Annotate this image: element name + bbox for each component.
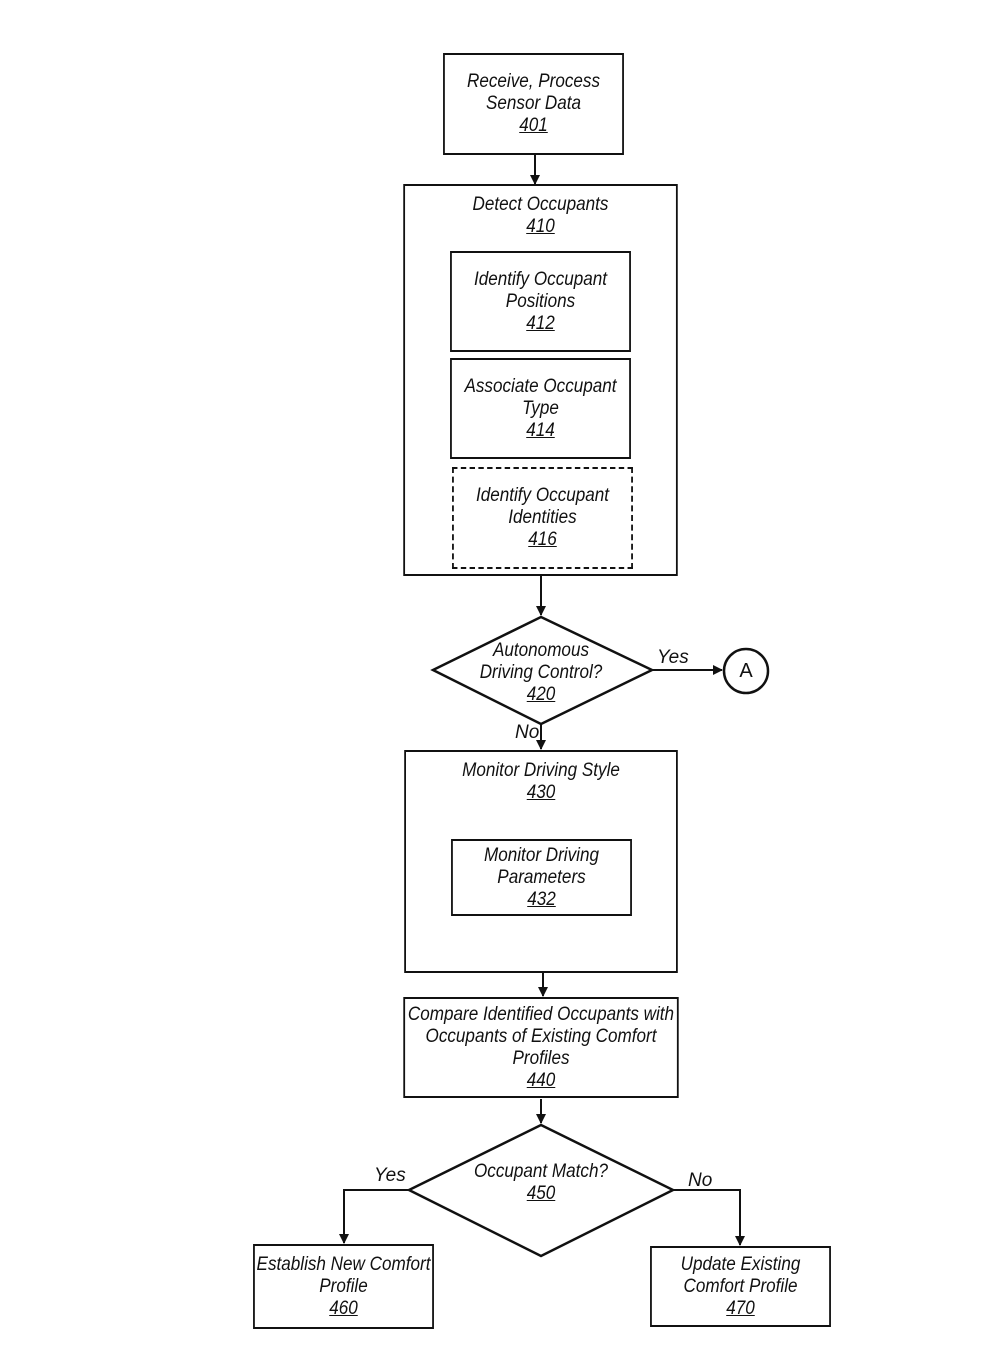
process-430-label: Monitor Driving Style [462,760,620,781]
decision-420: Autonomous Driving Control? 420 [469,640,613,706]
process-460-label: Establish New Comfort Profile [256,1253,431,1297]
process-460: Establish New Comfort Profile 460 [253,1244,434,1329]
decision-450-label: Occupant Match? [473,1161,609,1182]
process-412: Identify Occupant Positions 412 [450,251,631,352]
process-440-ref: 440 [526,1069,556,1091]
process-416-label: Identify Occupant Identities [475,485,610,528]
process-412-ref: 412 [526,312,555,334]
decision-450-shape [406,1123,676,1258]
edge-420-yes-label: Yes [657,647,689,668]
process-410-label: Detect Occupants [472,194,609,215]
process-470-ref: 470 [726,1297,755,1319]
process-416: Identify Occupant Identities 416 [452,467,633,569]
process-401-ref: 401 [519,115,548,136]
process-410-ref: 410 [526,216,555,237]
process-412-label: Identify Occupant Positions [473,268,608,312]
edge-450-no-label: No [688,1170,713,1191]
process-440-label: Compare Identified Occupants with Occupa… [407,1003,675,1069]
process-470-label: Update Existing Comfort Profile [680,1253,801,1297]
decision-420-ref: 420 [526,684,556,705]
process-470: Update Existing Comfort Profile 470 [650,1246,831,1327]
connector-a-label: A [739,660,753,682]
process-414-ref: 414 [526,419,555,441]
process-401-label: Receive, Process Sensor Data [466,71,601,114]
process-414-label: Associate Occupant Type [464,375,617,419]
connector-a-circle [722,647,770,695]
process-432-ref: 432 [527,888,556,910]
process-432: Monitor Driving Parameters 432 [451,839,632,916]
edge-420-no-label: No [515,722,540,743]
decision-420-label: Autonomous Driving Control? [479,640,603,683]
decision-450: Occupant Match? 450 [460,1161,622,1205]
edge-450-no [673,1189,745,1246]
process-432-label: Monitor Driving Parameters [483,844,599,888]
process-460-ref: 460 [329,1297,358,1319]
process-430-ref: 430 [526,782,556,803]
decision-450-ref: 450 [526,1183,556,1204]
edge-450-yes [339,1189,409,1244]
process-401: Receive, Process Sensor Data 401 [443,53,624,155]
edge-450-yes-label: Yes [374,1165,406,1186]
process-414: Associate Occupant Type 414 [450,358,631,459]
process-440: Compare Identified Occupants with Occupa… [403,997,679,1098]
process-416-ref: 416 [528,529,557,550]
